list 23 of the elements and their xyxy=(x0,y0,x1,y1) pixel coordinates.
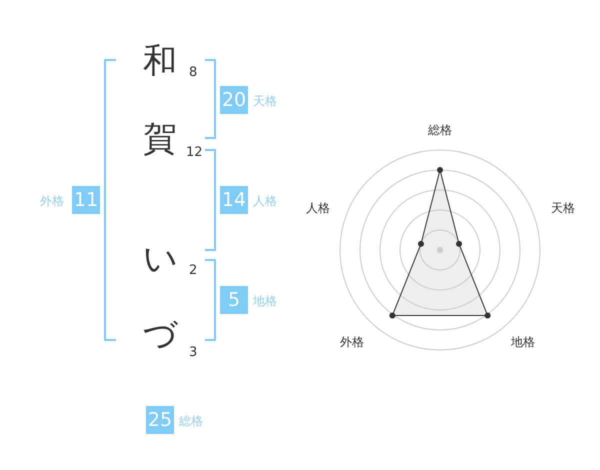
name-character: づ xyxy=(143,318,178,352)
score-badge: 5 xyxy=(220,286,248,314)
stroke-count: 2 xyxy=(189,264,198,277)
score-badge: 25 xyxy=(146,406,174,434)
score-label: 人格 xyxy=(253,195,277,207)
score-label: 地格 xyxy=(253,295,277,307)
stroke-count: 3 xyxy=(189,346,198,359)
score-badge: 11 xyxy=(72,186,100,214)
name-character: 和 xyxy=(143,44,177,78)
score-label: 外格 xyxy=(40,195,64,207)
name-character: い xyxy=(143,242,178,276)
stroke-count: 12 xyxy=(186,146,203,159)
score-label: 天格 xyxy=(253,95,277,107)
axis-label: 総格 xyxy=(428,124,452,136)
axis-label: 地格 xyxy=(511,336,535,348)
axis-label: 天格 xyxy=(551,202,575,214)
score-badge: 20 xyxy=(220,86,248,114)
stroke-count: 8 xyxy=(189,66,198,79)
score-label: 総格 xyxy=(179,415,203,427)
axis-label: 人格 xyxy=(306,202,330,214)
score-badge: 14 xyxy=(220,186,248,214)
name-character: 賀 xyxy=(143,122,177,156)
axis-label: 外格 xyxy=(340,336,364,348)
